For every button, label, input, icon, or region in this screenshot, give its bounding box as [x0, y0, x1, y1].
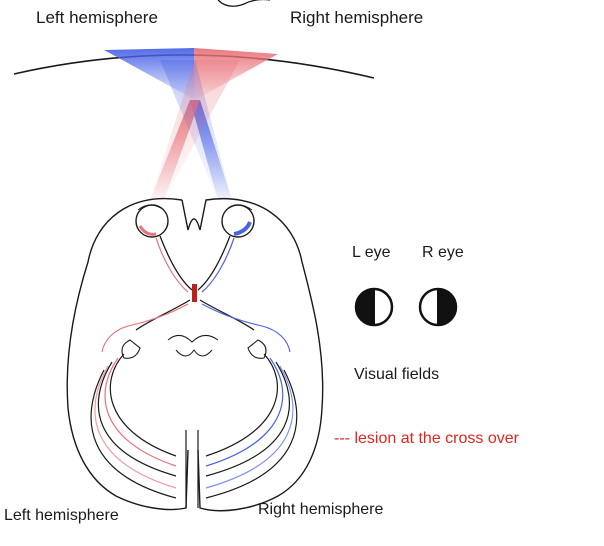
bottom-right-hemisphere-label: Right hemisphere — [258, 501, 384, 518]
right-optic-nerve — [197, 235, 231, 291]
lesion-marker: --- — [334, 430, 350, 447]
right-optic-tract-blue — [201, 303, 291, 353]
midbrain-structure — [167, 335, 219, 357]
left-optic-nerve — [159, 235, 193, 291]
lesion-text: lesion at the cross over — [354, 430, 519, 447]
right-eye-visual-field — [418, 287, 458, 327]
lesion-legend: --- lesion at the cross over — [334, 430, 519, 448]
chiasm-lesion — [192, 284, 197, 302]
right-lgn — [247, 339, 267, 359]
right-eye — [221, 204, 255, 238]
left-optic-nerve-red — [155, 237, 189, 293]
left-eye — [135, 204, 169, 238]
left-lgn — [121, 339, 141, 359]
left-optic-radiations — [90, 353, 177, 499]
left-eye-label: L eye — [352, 244, 391, 261]
bottom-left-hemisphere-label: Left hemisphere — [4, 507, 119, 524]
right-optic-radiations — [205, 353, 298, 499]
red-ray-lower — [150, 60, 240, 200]
right-eye-label: R eye — [422, 244, 464, 261]
right-optic-tract — [199, 299, 255, 331]
left-eye-visual-field — [354, 287, 394, 327]
right-optic-nerve-blue — [201, 237, 235, 293]
visual-fields-label: Visual fields — [354, 366, 440, 383]
top-brain-outline — [217, 0, 270, 7]
left-optic-tract-red — [101, 303, 189, 353]
left-optic-tract — [135, 299, 191, 331]
top-left-hemisphere-label: Left hemisphere — [36, 8, 158, 27]
top-right-hemisphere-label: Right hemisphere — [290, 8, 424, 27]
brain-outline — [66, 198, 324, 512]
